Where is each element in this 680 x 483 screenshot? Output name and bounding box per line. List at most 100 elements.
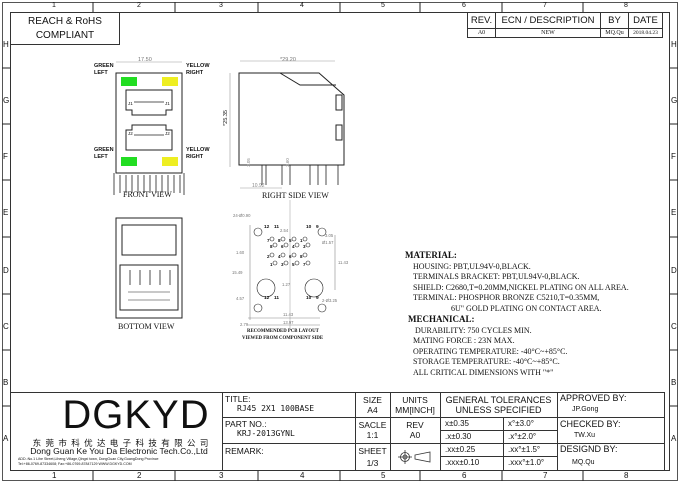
pcb-title-2: VIEWED FROM COMPONENT SIDE [242, 336, 324, 341]
company-logo: DGKYD [62, 393, 210, 437]
side-length-dim: *29.20 [280, 57, 296, 63]
column-label: 6 [462, 2, 466, 9]
pin-number: 3 [281, 262, 284, 267]
tolerance-label-1: GENERAL TOLERANCES [445, 395, 552, 405]
green-led-bottom [121, 157, 137, 166]
title-block-border [10, 392, 665, 471]
pin-number: 2 [267, 254, 270, 259]
pin-number: 4 [278, 254, 281, 259]
column-label: 3 [219, 471, 224, 480]
pcb-dimension: 3.05 [325, 233, 334, 238]
right-text: RIGHT [186, 154, 204, 160]
material-line: HOUSING: PBT,UL94V-0,BLACK. [413, 261, 531, 271]
divider [390, 392, 391, 471]
pcb-pin-hole [272, 260, 278, 266]
pin-number: 5 [292, 262, 295, 267]
company-name-en: Dong Guan Ke You Da Electronic Tech.Co.,… [30, 446, 208, 456]
pcb-pin-hole [305, 242, 311, 248]
row-label: C [671, 322, 677, 331]
column-label: 6 [462, 471, 467, 480]
pin-number: 8 [270, 244, 273, 249]
mechanical-heading: MECHANICAL: [408, 314, 475, 324]
pcb-pin-hole [291, 252, 297, 258]
pcb-dimension: 2.79 [240, 322, 249, 327]
green-text: GREEN [94, 147, 114, 153]
column-label: 2 [137, 2, 141, 9]
title-label: TITLE: [225, 394, 251, 404]
divider [440, 456, 557, 457]
side-height-dim: *25.35 [222, 110, 229, 126]
mechanical-line: OPERATING TEMPERATURE: -40°C~+85°C. [413, 346, 568, 356]
column-label: 3 [219, 2, 223, 9]
row-label: G [3, 96, 10, 105]
pin-number: 5 [289, 238, 292, 243]
pcb-dimension: 1.27 [282, 282, 291, 287]
tolerance-value: x°±3.0° [508, 419, 534, 428]
pcb-layout [248, 200, 336, 330]
approved-label: APPROVED BY: [560, 393, 627, 403]
row-label: A [3, 434, 9, 443]
pcb-pin-hole [305, 260, 311, 266]
side-dim-c: 10.92 [252, 183, 265, 189]
yellow-text: YELLOW [186, 147, 210, 153]
row-label: E [671, 208, 677, 217]
pcb-pin-hole [269, 236, 275, 242]
pcb-dimension: Ø1.57 [322, 240, 334, 245]
pin-number: 1 [270, 262, 273, 267]
designed-label: DESIGND BY: [560, 444, 618, 454]
divider [440, 392, 441, 471]
column-label: 4 [300, 2, 304, 9]
row-label: D [3, 266, 9, 275]
tolerance-value: .xxx°±1.0° [508, 458, 545, 467]
column-label: 1 [52, 471, 57, 480]
material-notes: MATERIAL: HOUSING: PBT,UL94V-0,BLACK. TE… [405, 250, 629, 378]
left-text: LEFT [94, 154, 108, 160]
pcb-pin-hole [302, 252, 308, 258]
right-text: RIGHT [186, 70, 204, 76]
pin-number: 6 [281, 244, 284, 249]
title-column [222, 392, 355, 471]
port-label: J1 [128, 101, 133, 106]
checked-label: CHECKED BY: [560, 419, 621, 429]
divider [557, 392, 558, 471]
green-text: GREEN [94, 63, 114, 69]
checked-value: TW.Xu [574, 432, 596, 439]
company-contact: Tel:+86-0769-87334608; Fax:+86-0769-8784… [18, 462, 132, 466]
compliance-line1: REACH & RoHS [28, 16, 102, 27]
yellow-text: YELLOW [186, 63, 210, 69]
pcb-pin-hole [280, 236, 286, 242]
material-line: TERMINALS BRACKET: PBT,UL94V-0,BLACK. [413, 272, 580, 281]
pin-number: 11 [274, 225, 280, 230]
date-value: 2018.04.23 [628, 28, 663, 38]
bottom-view [115, 217, 183, 319]
row-divider [222, 443, 665, 444]
yellow-led-bottom [162, 157, 178, 166]
row-label: E [3, 208, 9, 217]
pin-number: 7 [267, 238, 270, 243]
pin-number: 8 [278, 238, 281, 243]
column-label: 2 [137, 471, 142, 480]
part-label: PART NO.: [225, 419, 267, 429]
right-side-view [229, 60, 345, 189]
column-label: 7 [543, 471, 548, 480]
approved-value: JP.Gong [572, 406, 599, 413]
pcb-dimension: 24-Ø0.90 [233, 213, 251, 218]
row-label: B [3, 378, 9, 387]
designed-value: MQ.Qu [572, 459, 595, 466]
row-label: H [671, 40, 677, 49]
compliance-box: REACH & RoHS COMPLIANT [10, 12, 120, 45]
tolerance-value: .xxx±0.10 [445, 458, 480, 467]
pcb-pin-hole [294, 242, 300, 248]
pcb-pin-hole [291, 236, 297, 242]
column-label: 5 [381, 2, 385, 9]
column-label: 4 [300, 471, 305, 480]
side-dim-b: 3.60 [284, 158, 290, 167]
pcb-pin-hole [283, 242, 289, 248]
divider [440, 430, 557, 431]
